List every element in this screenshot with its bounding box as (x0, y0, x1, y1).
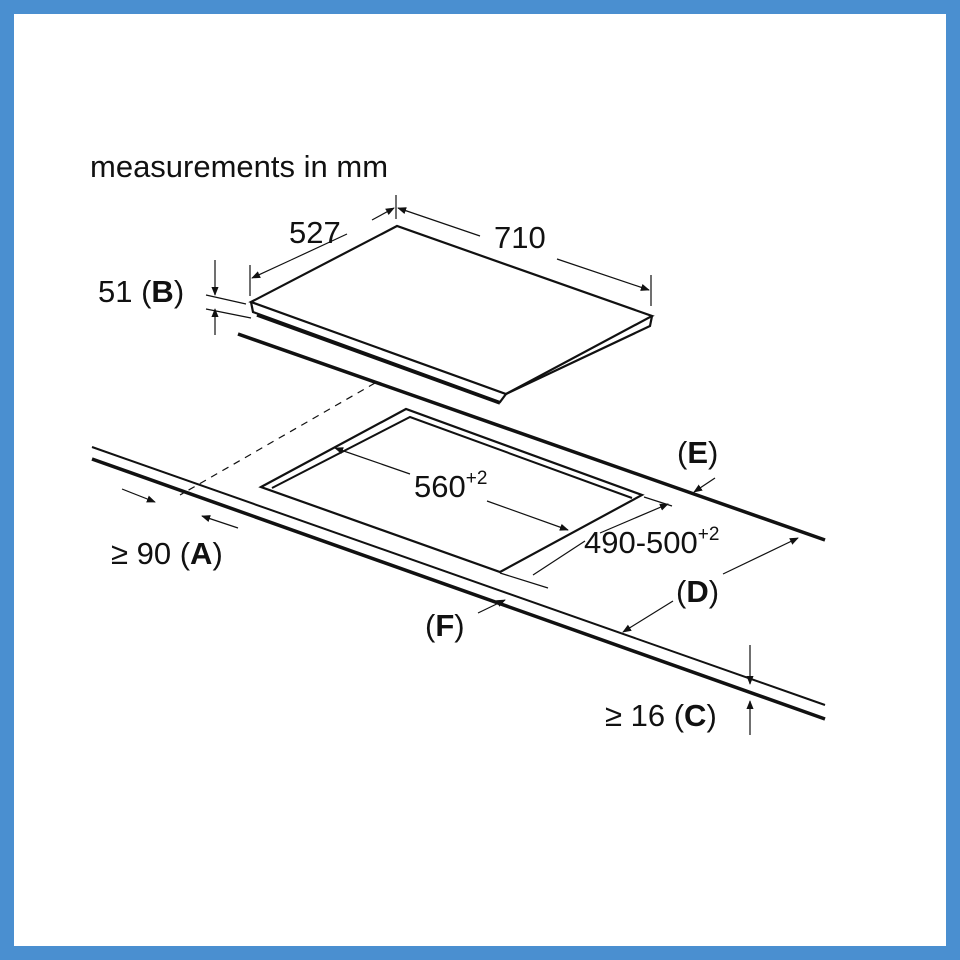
cutout-depth-label: 490-500+2 (584, 524, 719, 560)
units-note: measurements in mm (90, 149, 388, 184)
dimension-490-500 (499, 496, 673, 589)
cutout-width-label: 560+2 (414, 468, 487, 504)
hob-width-label: 710 (494, 220, 546, 255)
dimension-B (205, 260, 252, 335)
diagram-frame (14, 14, 946, 946)
dimension-A (121, 488, 239, 529)
hob-depth-label: 527 (289, 215, 341, 250)
dim-C-label: ≥ 16 (C) (605, 698, 717, 733)
dimension-710 (397, 207, 652, 306)
dimension-560 (334, 447, 569, 531)
hob-outline (248, 224, 655, 405)
dim-E-label: (E) (677, 435, 718, 470)
dim-B-label: 51 (B) (98, 274, 184, 309)
worktop-back-edge (179, 332, 826, 542)
dimension-E (693, 477, 716, 493)
dim-D-label: (D) (676, 574, 719, 609)
dimension-F (477, 599, 506, 614)
dim-F-label: (F) (425, 608, 465, 643)
dimension-D (622, 537, 799, 633)
worktop-front-edge (91, 446, 826, 721)
dimension-527 (249, 195, 397, 296)
cutout-outline (258, 407, 645, 574)
dim-A-label: ≥ 90 (A) (111, 536, 223, 571)
